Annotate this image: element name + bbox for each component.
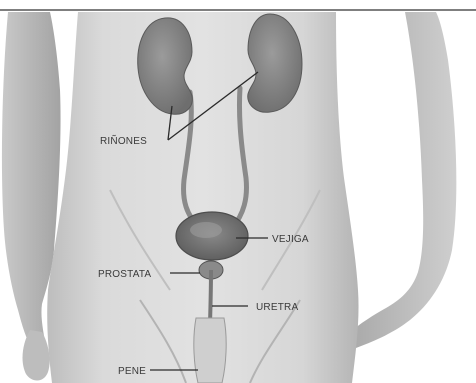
label-kidneys: RIÑONES [100, 134, 147, 147]
label-urethra: URETRA [256, 302, 298, 313]
bladder-highlight [190, 222, 222, 238]
penis [194, 318, 226, 383]
label-bladder: VEJIGA [272, 234, 309, 245]
label-prostate: PROSTATA [98, 269, 151, 280]
label-penis: PENE [118, 366, 146, 377]
